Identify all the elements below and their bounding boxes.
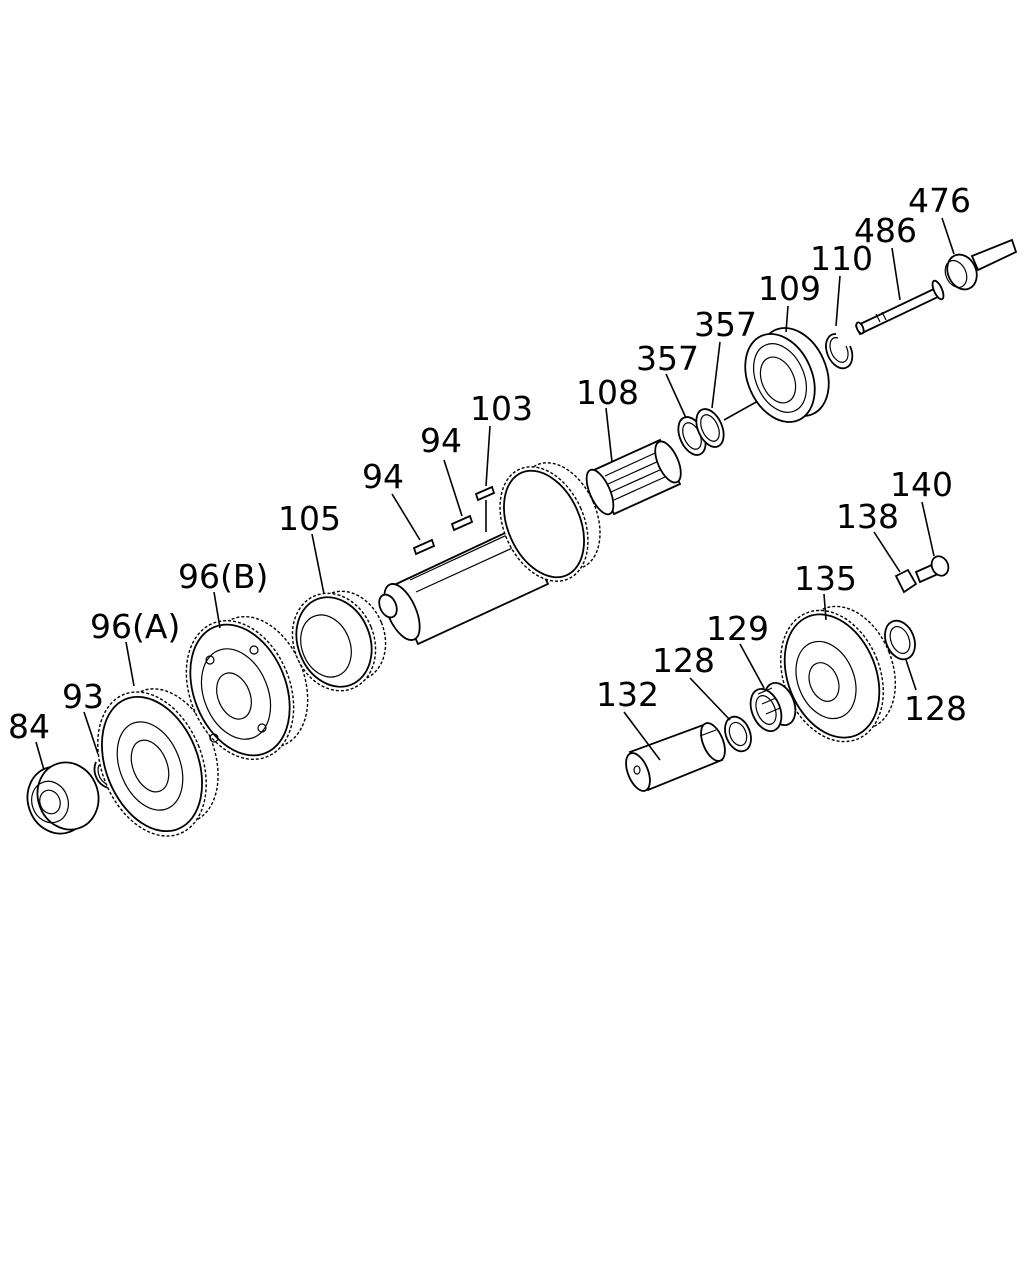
part-94-key-lower[interactable]	[412, 538, 436, 556]
part-138-lock-plate[interactable]	[894, 568, 918, 594]
leader-140	[921, 501, 935, 557]
label-109: 109	[758, 269, 821, 308]
leader-96b	[213, 591, 221, 629]
label-140: 140	[890, 465, 953, 504]
leader-357-right	[711, 341, 721, 409]
label-93: 93	[62, 677, 104, 716]
part-129-needle-bearing[interactable]	[745, 678, 801, 735]
label-103: 103	[470, 389, 533, 428]
leader-108	[605, 407, 613, 463]
part-140-bolt[interactable]	[914, 554, 951, 584]
leader-486	[891, 247, 901, 301]
leader-93	[83, 711, 99, 755]
label-96a: 96(A)	[90, 607, 180, 646]
label-129: 129	[706, 609, 769, 648]
leader-84	[35, 741, 45, 771]
leader-110	[835, 275, 841, 327]
part-110-snap-ring[interactable]	[825, 333, 854, 370]
part-94-key-upper[interactable]	[450, 514, 474, 532]
leader-476	[941, 217, 955, 255]
label-357-left: 357	[636, 339, 699, 378]
part-476-worm[interactable]	[941, 238, 1018, 294]
leader-94-lower	[391, 493, 421, 541]
label-110: 110	[810, 239, 873, 278]
part-96b-gear[interactable]	[167, 602, 326, 776]
label-138: 138	[836, 497, 899, 536]
leader-357-left	[665, 373, 687, 419]
leader-94-upper	[443, 459, 463, 517]
label-94-upper: 94	[420, 421, 462, 460]
label-128-right: 128	[904, 689, 967, 728]
leader-128-right	[905, 659, 917, 691]
part-486-rod[interactable]	[854, 279, 946, 336]
label-486: 486	[854, 211, 917, 250]
leader-109	[785, 305, 789, 333]
label-96b: 96(B)	[178, 557, 268, 596]
part-135-gear[interactable]	[762, 592, 913, 757]
leader-129	[739, 643, 765, 689]
part-128-washer-left[interactable]	[720, 713, 756, 755]
part-96a-gear[interactable]	[78, 674, 237, 852]
leader-132	[623, 711, 661, 761]
part-357-ring-right[interactable]	[691, 405, 729, 451]
label-84: 84	[8, 707, 50, 746]
label-132: 132	[596, 675, 659, 714]
leader-135	[823, 593, 827, 621]
part-main-shaft[interactable]	[376, 438, 686, 646]
part-105-gear[interactable]	[278, 580, 398, 703]
label-105: 105	[278, 499, 341, 538]
part-109-bearing[interactable]	[732, 317, 842, 433]
label-94-lower: 94	[362, 457, 404, 496]
label-128-left: 128	[652, 641, 715, 680]
part-132-pin[interactable]	[621, 720, 730, 795]
leader-105	[311, 533, 325, 595]
label-476: 476	[908, 181, 971, 220]
leader-96a	[125, 641, 135, 687]
part-84-bearing[interactable]	[18, 754, 108, 842]
label-108: 108	[576, 373, 639, 412]
leader-103	[485, 425, 491, 487]
leader-128-left	[689, 677, 731, 721]
label-135: 135	[794, 559, 857, 598]
leader-138	[873, 531, 901, 573]
label-357-right: 357	[694, 305, 757, 344]
part-128-washer-right[interactable]	[880, 616, 921, 664]
part-103-key[interactable]	[474, 485, 496, 502]
